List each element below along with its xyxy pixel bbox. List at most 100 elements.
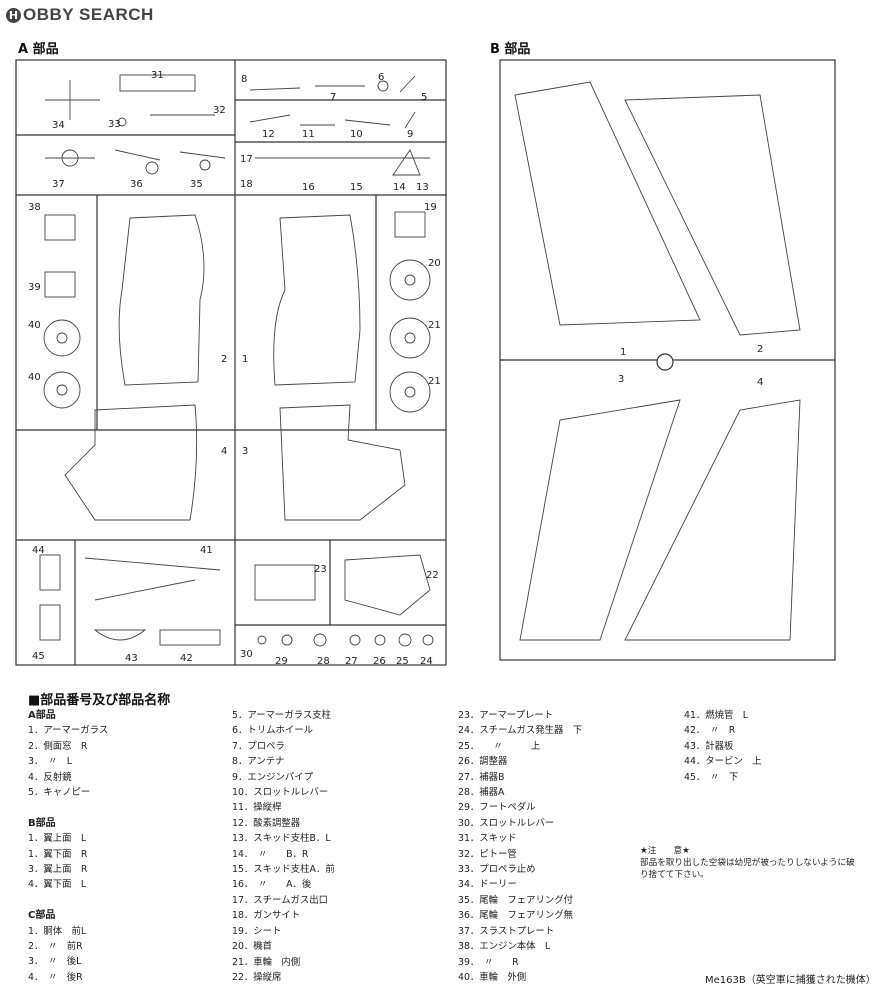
legend-item: 14． 〃 B．R — [232, 848, 309, 860]
sprue-diagram: 31 32 33 34 8 6 5 7 12 11 10 9 37 36 35 … — [15, 59, 836, 667]
legend-item: 12．酸素調整器 — [232, 817, 301, 829]
legend-item: 42． 〃 R — [684, 725, 736, 737]
legend-item: 8．アンテナ — [232, 756, 285, 768]
part-number: 4 — [757, 377, 763, 388]
legend-item: 35．尾輪 フェアリング付 — [458, 894, 574, 906]
part-number: 15 — [350, 182, 363, 193]
hobby-search-logo[interactable]: H OBBY SEARCH — [6, 4, 154, 26]
legend-item: 39． 〃 R — [458, 956, 519, 968]
part-number: 21 — [428, 376, 441, 387]
model-caption: Me163B（英空軍に捕獲された機体） — [705, 975, 876, 986]
part-number: 7 — [330, 92, 336, 103]
legend-item: 23．アーマープレート — [458, 710, 554, 721]
legend-item: 9．エンジンパイプ — [232, 771, 313, 783]
legend-item: 22．操縦席 — [232, 971, 282, 983]
part-number: 23 — [314, 564, 327, 575]
sprue-a-labels: 31 32 33 34 8 6 5 7 12 11 10 9 37 36 35 … — [28, 70, 441, 667]
legend-item: 38．エンジン本体 L — [458, 941, 551, 953]
part-number: 2 — [221, 354, 227, 365]
legend-item: 18．ガンサイト — [232, 910, 301, 922]
legend-item: 43．計器板 — [684, 740, 734, 752]
part-number: 44 — [32, 545, 45, 556]
part-number: 17 — [240, 154, 253, 165]
part-number: 3 — [618, 374, 624, 385]
legend-item: 13．スキッド支柱B．L — [232, 833, 331, 845]
caution-body: 部品を取り出した空袋は幼児が被ったりしないように破り捨てて下さい。 — [640, 858, 855, 880]
group-header-c: C部品 — [28, 910, 56, 922]
part-number: 9 — [407, 129, 413, 140]
legend-item: 45． 〃 下 — [684, 771, 739, 783]
legend-column-1: A部品 1．アーマーガラス 2．側面窓 R 3． 〃 L 4．反射鏡 5．キャノ… — [28, 708, 108, 985]
legend-item: 1．アーマーガラス — [28, 725, 109, 737]
part-number: 5 — [421, 92, 427, 103]
legend-item: 40．車輪 外側 — [458, 971, 527, 983]
part-number: 6 — [378, 72, 384, 83]
sprue-a-frame — [15, 59, 447, 666]
legend-item: 30．スロットルレバー — [458, 817, 555, 829]
legend-item: 24．スチームガス発生器 下 — [458, 725, 583, 737]
legend-item: 6．トリムホイール — [232, 725, 313, 737]
part-number: 13 — [416, 182, 429, 193]
legend-column-3: 23．アーマープレート 24．スチームガス発生器 下 25． 〃 上 26．調整… — [458, 708, 582, 985]
part-number: 28 — [317, 656, 330, 667]
part-number: 20 — [428, 258, 441, 269]
legend-item: 10．スロットルレバー — [232, 787, 329, 799]
legend-item: 16． 〃 A．後 — [232, 879, 312, 891]
legend-item: 41．燃焼管 L — [684, 710, 749, 721]
part-number: 10 — [350, 129, 363, 140]
legend-item: 2．側面窓 R — [28, 740, 88, 752]
part-number: 4 — [221, 446, 227, 457]
part-number: 30 — [240, 649, 253, 660]
sprue-a-parts — [39, 74, 434, 647]
legend-item: 3．翼上面 R — [28, 864, 88, 876]
legend-item: 4．反射鏡 — [28, 771, 72, 783]
legend-item: 21．車輪 内側 — [232, 956, 301, 968]
legend-item: 11．操縦桿 — [232, 802, 282, 814]
part-number: 1 — [242, 354, 248, 365]
part-number: 32 — [213, 105, 226, 116]
caution-title: ★注 意★ — [640, 846, 690, 856]
legend-item: 19．シート — [232, 925, 282, 937]
legend-title: ■部品番号及び部品名称 — [28, 693, 171, 708]
part-number: 33 — [108, 119, 121, 130]
part-number: 25 — [396, 656, 409, 667]
group-header-b: B部品 — [28, 817, 56, 829]
part-number: 19 — [424, 202, 437, 213]
legend-item: 33．プロペラ止め — [458, 864, 536, 876]
legend-item: 5．キャノピー — [28, 787, 91, 799]
sprue-b-labels: 1 2 3 4 — [618, 344, 763, 388]
legend-item: 17．スチームガス出口 — [232, 894, 329, 906]
part-number: 21 — [428, 320, 441, 331]
legend-item: 37．スラストプレート — [458, 925, 555, 937]
part-number: 31 — [151, 70, 164, 81]
legend-column-2: 5．アーマーガラス支柱 6．トリムホイール 7．プロペラ 8．アンテナ 9．エン… — [232, 708, 335, 985]
legend-item: 4．翼下面 L — [28, 879, 87, 891]
logo-text: OBBY SEARCH — [23, 5, 154, 24]
part-number: 24 — [420, 656, 433, 667]
legend-item: 27．補器B — [458, 771, 505, 783]
part-number: 29 — [275, 656, 288, 667]
part-number: 3 — [242, 446, 248, 457]
part-number: 41 — [200, 545, 213, 556]
part-number: 2 — [757, 344, 763, 355]
part-number: 22 — [426, 570, 439, 581]
legend-item: 1．翼下面 R — [28, 848, 88, 860]
legend-item: 2． 〃 前R — [28, 941, 83, 953]
part-number: 42 — [180, 653, 193, 664]
part-number: 37 — [52, 179, 65, 190]
legend-item: 31．スキッド — [458, 833, 517, 845]
legend-item: 32．ピトー管 — [458, 848, 517, 860]
legend-item: 15．スキッド支柱A．前 — [232, 864, 335, 876]
legend-item: 5．アーマーガラス支柱 — [232, 710, 331, 721]
part-number: 14 — [393, 182, 406, 193]
legend-item: 7．プロペラ — [232, 740, 285, 752]
part-number: 40 — [28, 320, 41, 331]
part-number: 26 — [373, 656, 386, 667]
part-number: 34 — [52, 120, 65, 131]
legend-item: 36．尾輪 フェアリング無 — [458, 910, 574, 922]
legend-item: 29．フートペダル — [458, 802, 536, 814]
part-number: 43 — [125, 653, 138, 664]
logo-mark: H — [6, 7, 21, 23]
legend-item: 1．胴体 前L — [28, 925, 87, 937]
legend-item: 3． 〃 L — [28, 756, 72, 768]
